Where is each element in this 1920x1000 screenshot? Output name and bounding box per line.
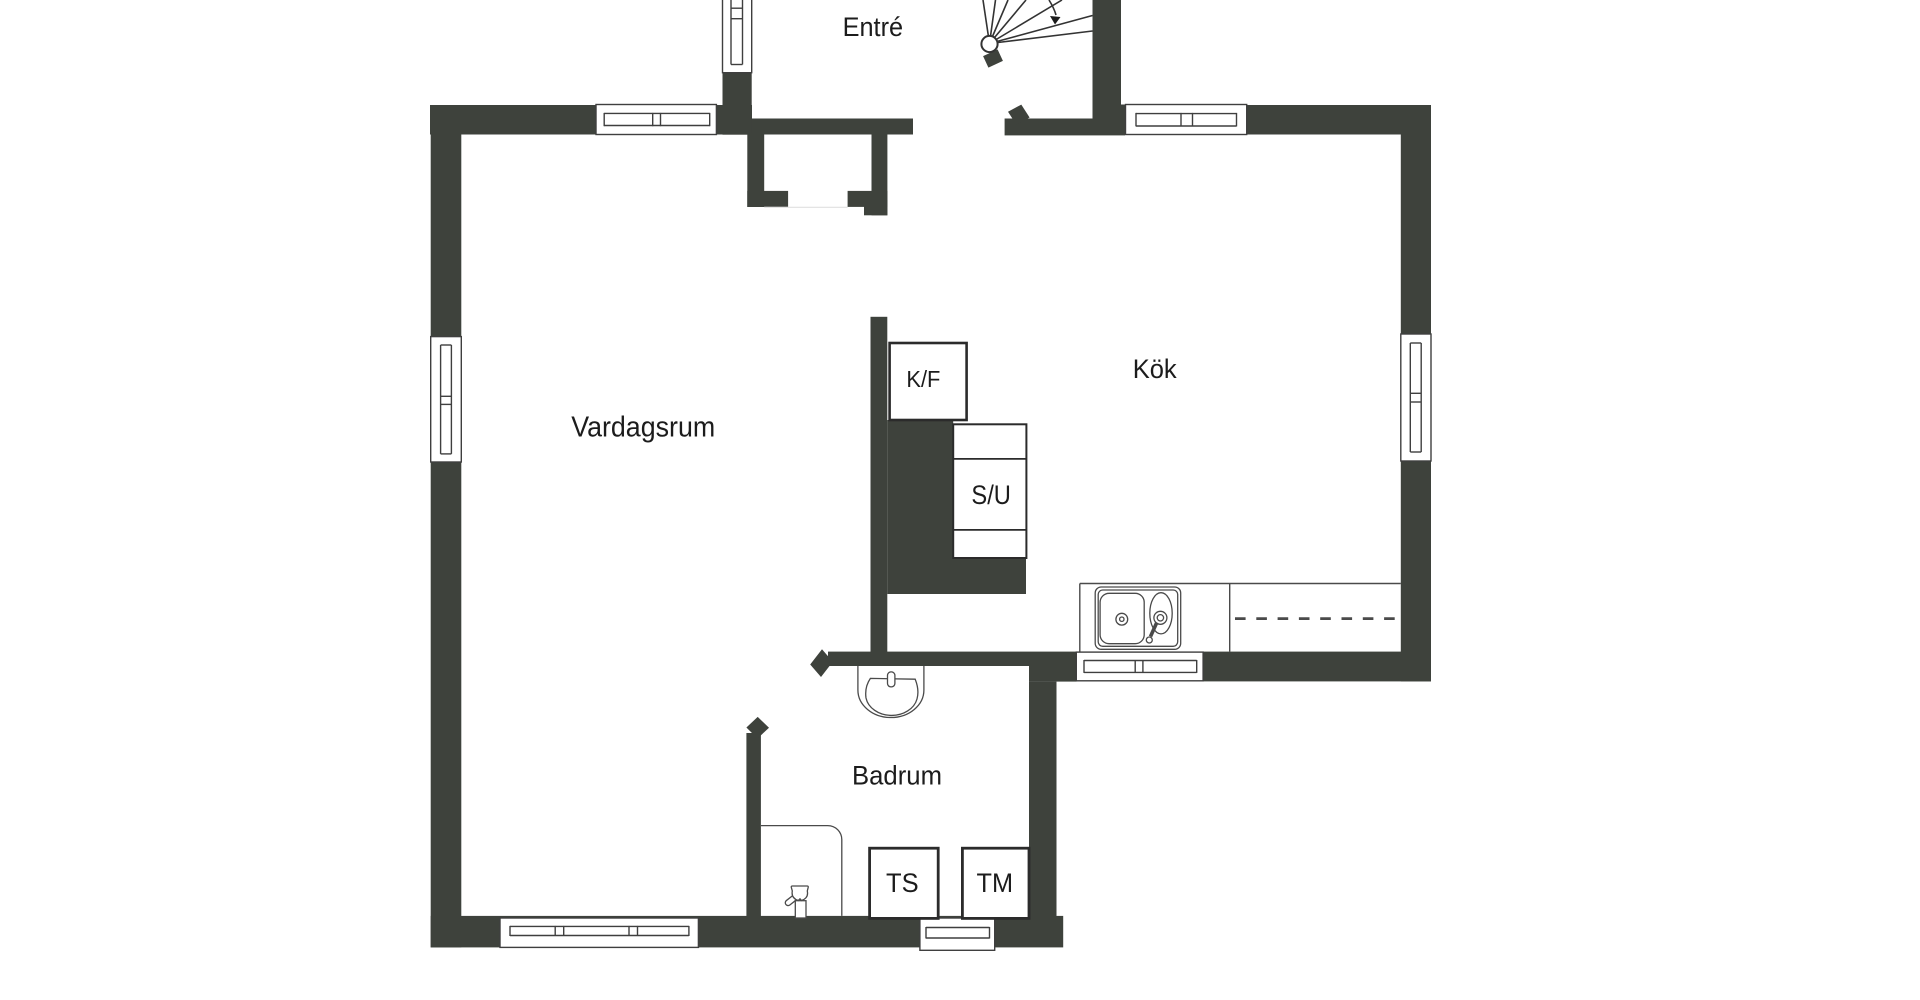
svg-text:TM: TM	[977, 868, 1014, 898]
svg-text:S/U: S/U	[971, 480, 1011, 510]
svg-text:Badrum: Badrum	[852, 761, 942, 791]
svg-text:K/F: K/F	[906, 366, 940, 392]
svg-text:TS: TS	[886, 868, 919, 898]
svg-text:Kök: Kök	[1133, 354, 1178, 384]
svg-text:Entré: Entré	[843, 12, 904, 42]
svg-text:Vardagsrum: Vardagsrum	[571, 412, 715, 444]
